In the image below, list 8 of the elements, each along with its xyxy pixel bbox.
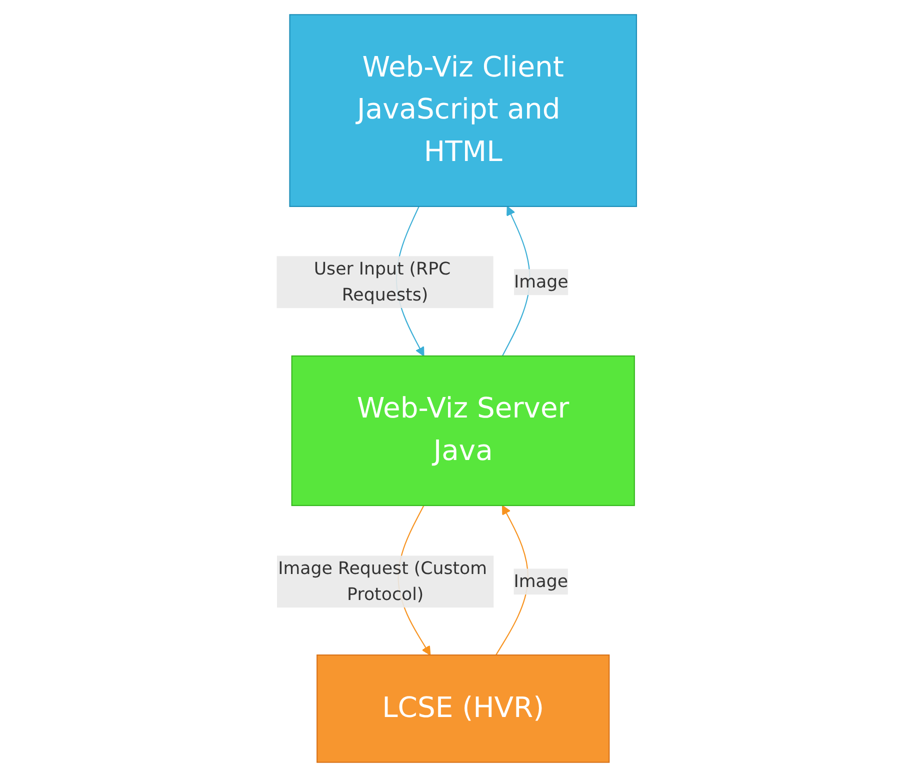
architecture-diagram: Web-Viz Client JavaScript and HTML User Input (RPC Requests) Image Web-Viz Server Java Image Request (Custom Protocol) Image LCSE (HVR) (268, 6, 646, 771)
node-box (291, 355, 635, 506)
node-box (289, 14, 637, 208)
edge-label: Image Request (Custom Protocol) (278, 558, 487, 604)
edge-label: Image (514, 570, 568, 592)
edge-label: User Input (RPC Requests) (314, 258, 451, 305)
edge-label: Image (514, 271, 568, 292)
node-box (316, 654, 610, 763)
